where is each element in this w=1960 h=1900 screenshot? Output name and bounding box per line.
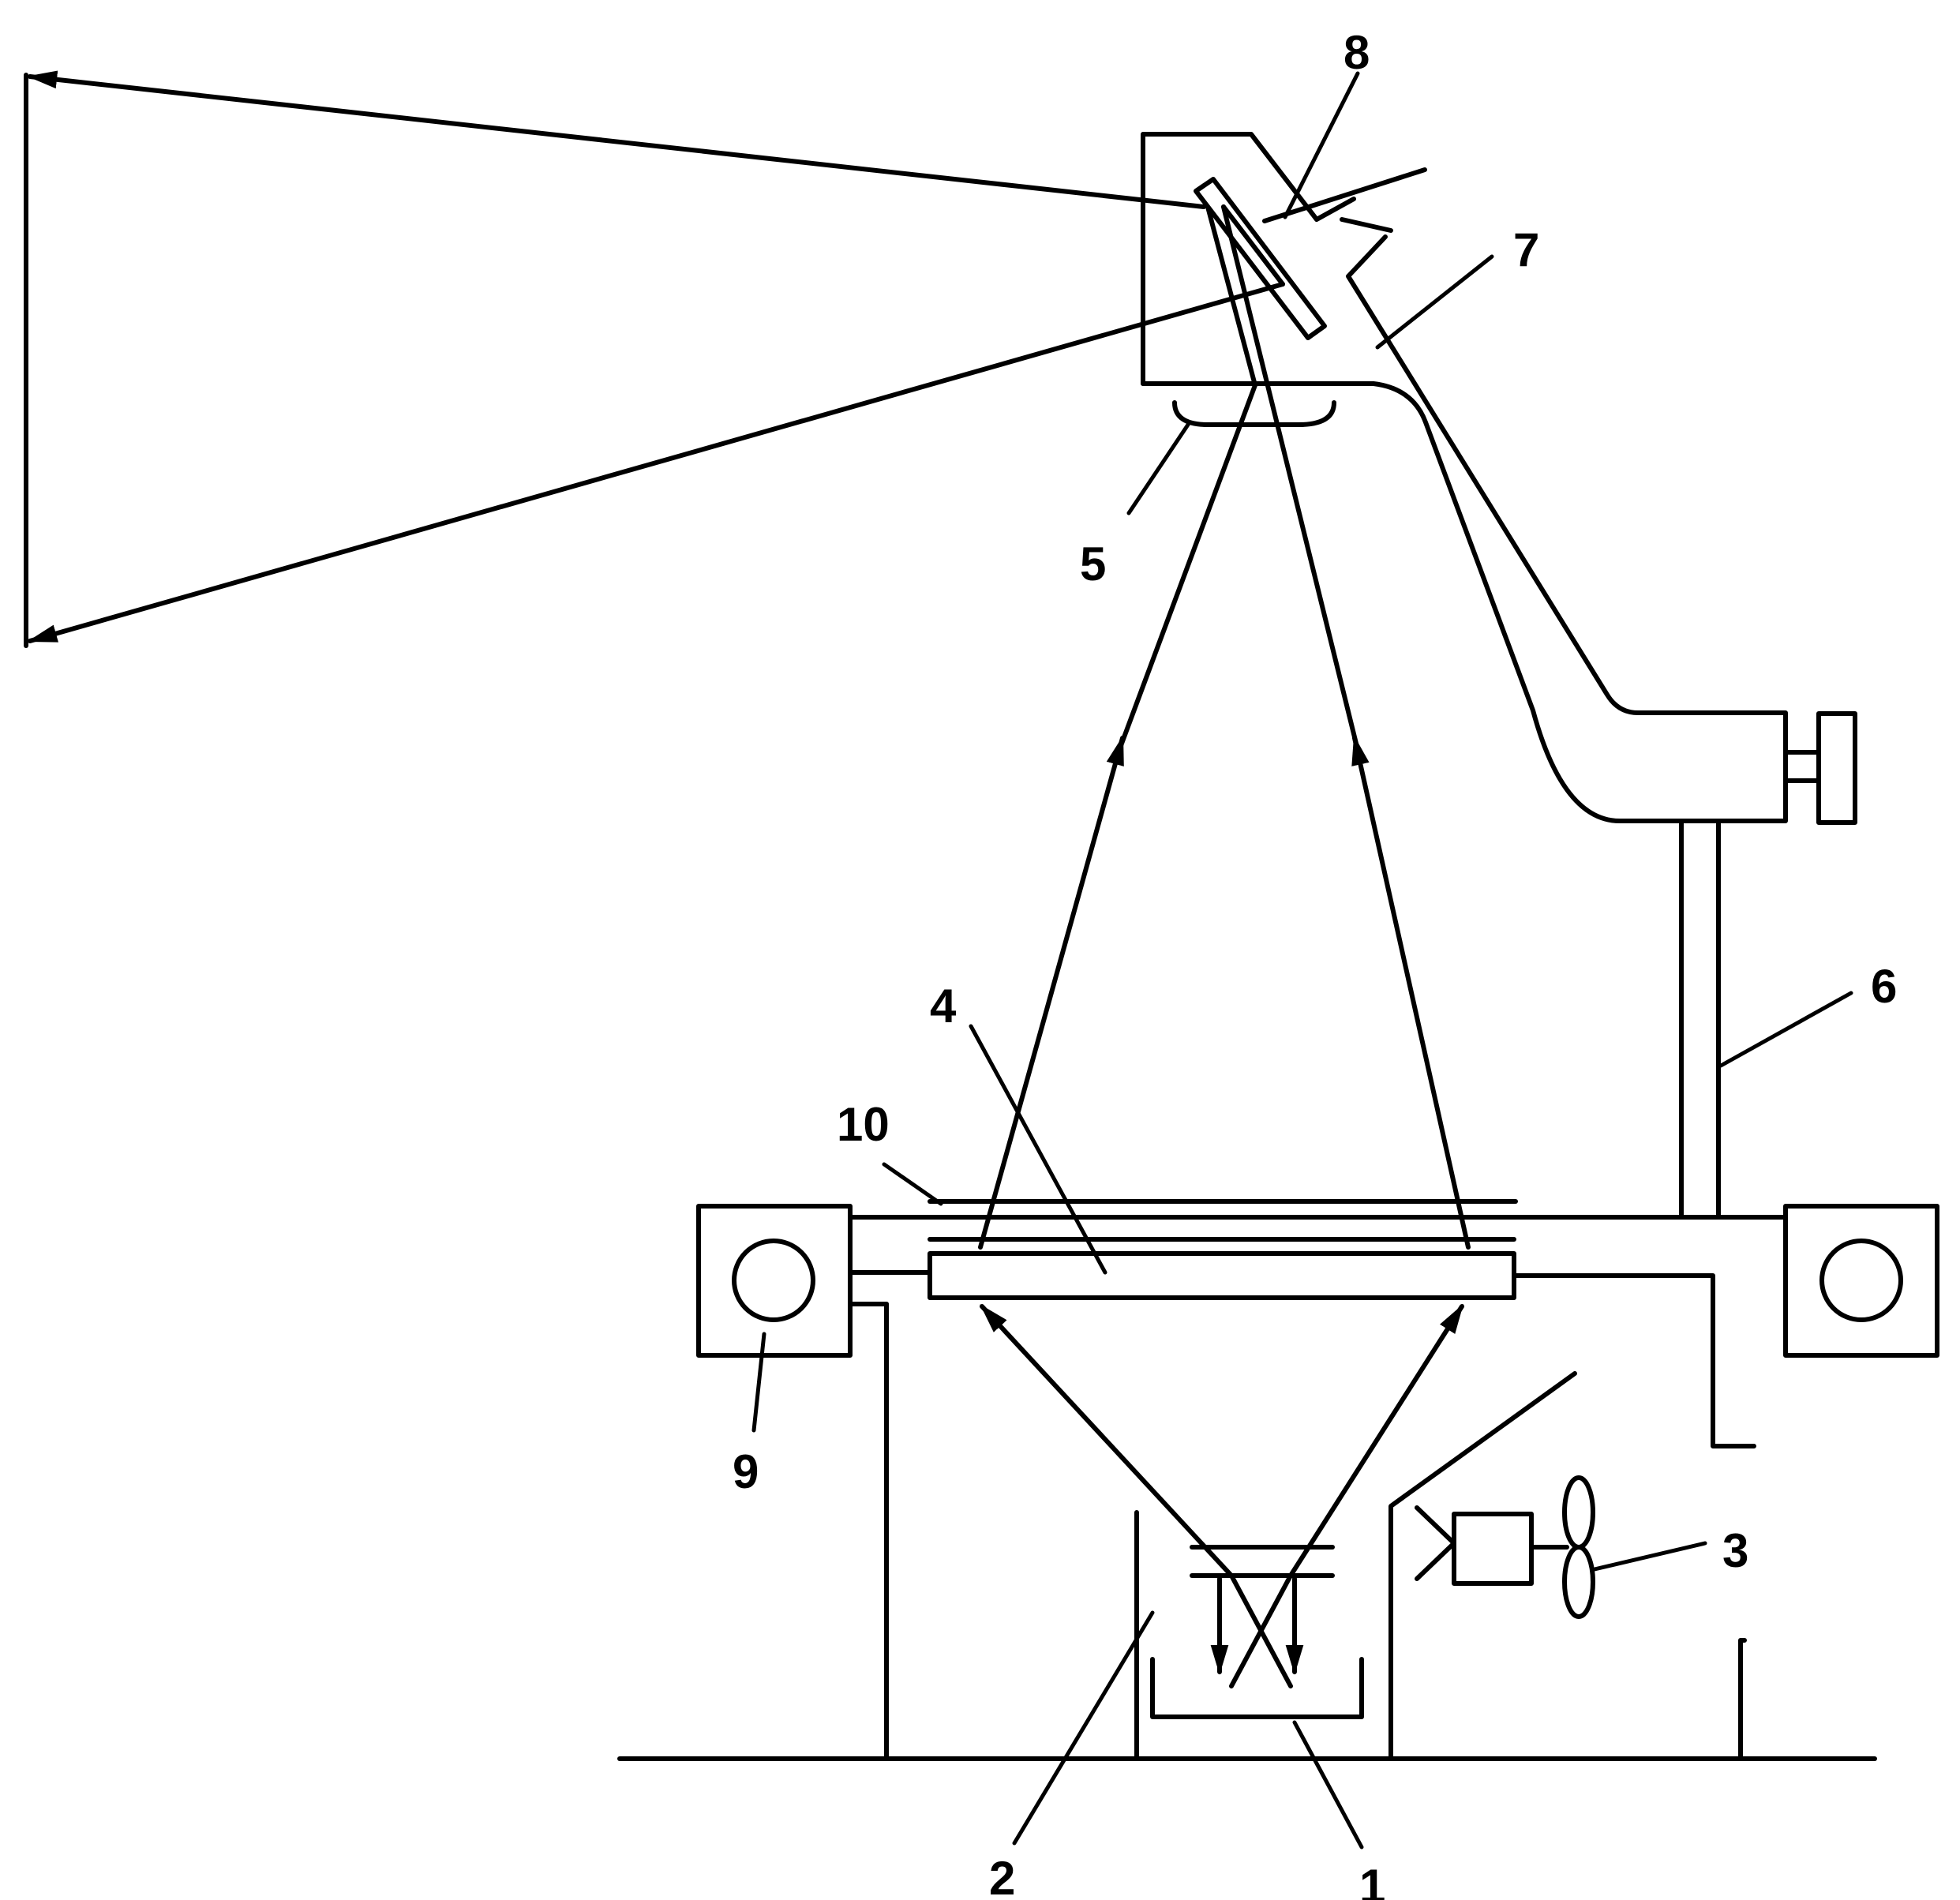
left-roller bbox=[696, 1204, 853, 1358]
mirror bbox=[1194, 177, 1327, 340]
label-2: 2 bbox=[989, 1852, 1015, 1900]
label-5: 5 bbox=[1080, 538, 1106, 590]
label-6: 6 bbox=[1871, 960, 1897, 1013]
label-10: 10 bbox=[837, 1098, 890, 1151]
label-3: 3 bbox=[1722, 1524, 1748, 1577]
label-1: 1 bbox=[1359, 1860, 1385, 1900]
reference-numerals: 1 2 3 4 5 6 7 8 9 10 bbox=[733, 26, 1897, 1900]
label-9: 9 bbox=[733, 1445, 759, 1498]
leader-lines bbox=[751, 71, 1853, 1849]
light-rays-lower bbox=[980, 1303, 1464, 1688]
support-arm bbox=[1141, 234, 1788, 823]
cooling-fan bbox=[1415, 1475, 1595, 1619]
right-roller bbox=[1783, 1204, 1939, 1358]
projection-lens bbox=[1172, 400, 1336, 427]
lamp-reflector bbox=[1150, 1545, 1364, 1719]
label-7: 7 bbox=[1513, 223, 1539, 276]
projected-rays bbox=[27, 70, 1285, 643]
fresnel-lens bbox=[928, 1251, 1516, 1300]
stage-glass bbox=[850, 1199, 1684, 1242]
support-post bbox=[1679, 819, 1721, 1218]
projector-body bbox=[617, 1215, 1877, 1761]
label-8: 8 bbox=[1344, 26, 1370, 79]
light-rays-upper bbox=[978, 204, 1471, 1250]
projection-head-housing bbox=[1141, 132, 1427, 386]
label-4: 4 bbox=[930, 980, 957, 1032]
focus-knob bbox=[1783, 711, 1857, 825]
